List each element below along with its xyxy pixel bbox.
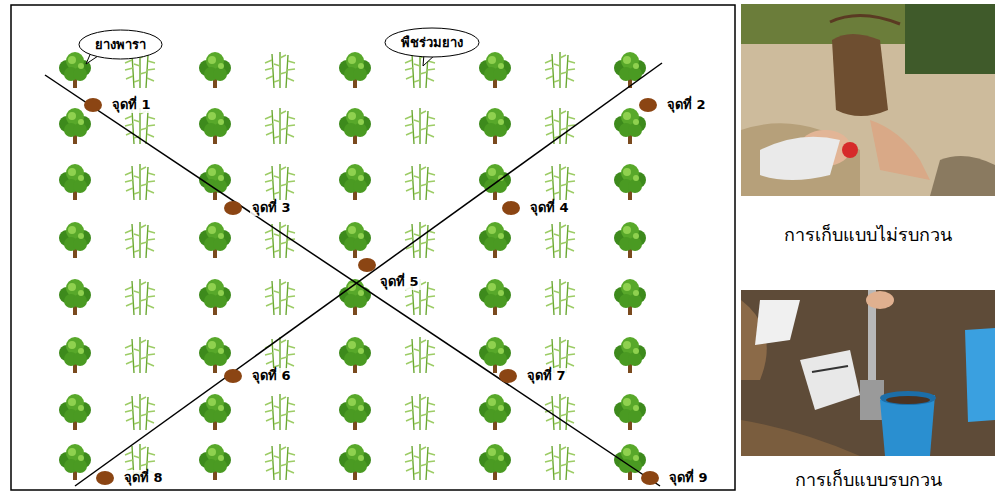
rubber-tree-icon (479, 108, 511, 144)
intercrop-icon (405, 164, 435, 200)
rubber-tree-icon (479, 52, 511, 88)
rubber-tree-icon (479, 279, 511, 315)
point-label: จุดที่ 8 (122, 470, 165, 486)
intercrop-icon (125, 394, 155, 430)
intercrop-icon (405, 222, 435, 258)
rubber-tree-icon (199, 222, 231, 258)
point-label: จุดที่ 3 (250, 200, 293, 216)
intercrop-icon (125, 279, 155, 315)
point-label: จุดที่ 7 (525, 368, 568, 384)
rubber-tree-icon (59, 164, 91, 200)
callout-text: ยางพารา (78, 34, 163, 55)
rubber-tree-icon (59, 444, 91, 480)
intercrop-icon (405, 52, 435, 88)
rubber-tree-icon (339, 222, 371, 258)
intercrop-icon (265, 164, 295, 200)
plant-grid (59, 52, 646, 480)
callout-bubble: ยางพารา (78, 29, 163, 60)
intercrop-icon (125, 337, 155, 373)
rubber-tree-icon (199, 444, 231, 480)
rubber-tree-icon (339, 164, 371, 200)
rubber-tree-icon (614, 108, 646, 144)
point-label: จุดที่ 6 (250, 368, 293, 384)
point-label: จุดที่ 1 (110, 97, 153, 113)
rubber-tree-icon (199, 52, 231, 88)
point-label: จุดที่ 4 (528, 200, 571, 216)
callout-bubble: พืชร่วมยาง (384, 27, 480, 58)
point-label: จุดที่ 5 (378, 274, 421, 290)
intercrop-icon (265, 108, 295, 144)
rubber-tree-icon (199, 337, 231, 373)
transect-line (45, 75, 660, 486)
intercrop-icon (265, 279, 295, 315)
intercrop-icon (545, 444, 575, 480)
callout-text: พืชร่วมยาง (384, 32, 480, 53)
photo-caption: การเก็บแบบไม่รบกวน (784, 223, 952, 247)
rubber-tree-icon (59, 108, 91, 144)
rubber-tree-icon (59, 394, 91, 430)
intercrop-icon (545, 279, 575, 315)
transect-line (75, 63, 662, 486)
rubber-tree-icon (339, 444, 371, 480)
point-label: จุดที่ 2 (665, 97, 708, 113)
panel-frame (11, 5, 735, 490)
rubber-tree-icon (59, 279, 91, 315)
rubber-tree-icon (479, 164, 511, 200)
rubber-tree-icon (614, 444, 646, 480)
intercrop-icon (125, 222, 155, 258)
rubber-tree-icon (339, 108, 371, 144)
rubber-tree-icon (59, 337, 91, 373)
photo-caption: การเก็บแบบรบกวน (795, 468, 942, 492)
rubber-tree-icon (199, 279, 231, 315)
rubber-tree-icon (199, 394, 231, 430)
rubber-tree-icon (479, 222, 511, 258)
rubber-tree-icon (59, 222, 91, 258)
rubber-tree-icon (339, 394, 371, 430)
rubber-tree-icon (339, 52, 371, 88)
intercrop-icon (545, 52, 575, 88)
intercrop-icon (545, 222, 575, 258)
intercrop-icon (265, 444, 295, 480)
intercrop-icon (545, 164, 575, 200)
rubber-tree-icon (479, 444, 511, 480)
point-label: จุดที่ 9 (667, 470, 710, 486)
intercrop-icon (405, 394, 435, 430)
intercrop-icon (545, 108, 575, 144)
intercrop-icon (125, 164, 155, 200)
rubber-tree-icon (479, 394, 511, 430)
rubber-tree-icon (339, 337, 371, 373)
intercrop-icon (405, 444, 435, 480)
photo-undisturbed (741, 4, 995, 196)
photo-disturbed (741, 290, 995, 456)
sample-points (84, 98, 659, 485)
rubber-tree-icon (614, 337, 646, 373)
rubber-tree-icon (614, 222, 646, 258)
intercrop-icon (405, 337, 435, 373)
intercrop-icon (265, 52, 295, 88)
rubber-tree-icon (614, 164, 646, 200)
intercrop-icon (405, 108, 435, 144)
rubber-tree-icon (199, 108, 231, 144)
intercrop-icon (265, 222, 295, 258)
rubber-tree-icon (59, 52, 91, 88)
rubber-tree-icon (614, 52, 646, 88)
intercrop-icon (265, 394, 295, 430)
rubber-tree-icon (614, 394, 646, 430)
rubber-tree-icon (614, 279, 646, 315)
